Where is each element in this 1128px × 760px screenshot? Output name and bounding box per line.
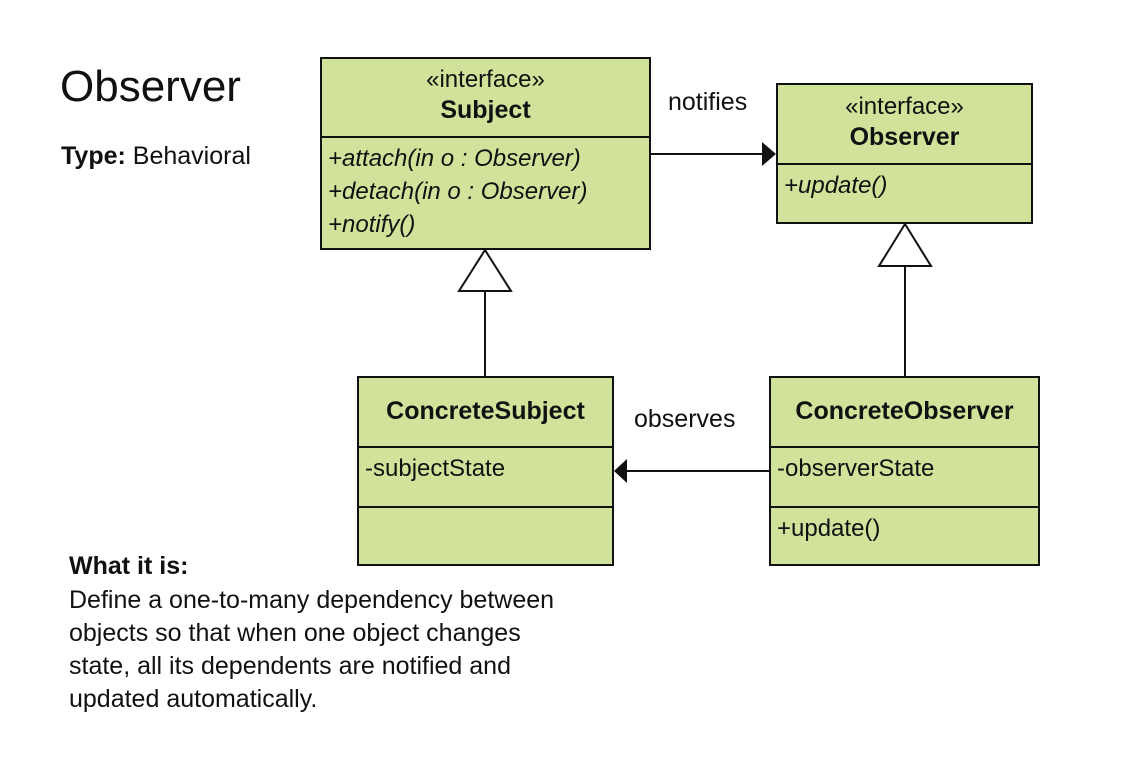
subject-operation-attach: +attach(in o : Observer) xyxy=(328,145,581,172)
concrete-observer-class: ConcreteObserver -observerState +update(… xyxy=(769,376,1040,566)
concrete-observer-attributes: -observerState xyxy=(771,448,1038,508)
observer-header: «interface» Observer xyxy=(778,85,1031,165)
pattern-description: What it is: Define a one-to-many depende… xyxy=(69,550,669,716)
observer-class: «interface» Observer +update() xyxy=(776,83,1033,224)
description-line: updated automatically. xyxy=(69,685,318,713)
observes-label: observes xyxy=(634,405,736,433)
concrete-observer-operation-update: +update() xyxy=(777,515,881,542)
description-text: Define a one-to-many dependency between … xyxy=(69,584,669,716)
observer-operation-update: +update() xyxy=(784,172,888,199)
observer-operations: +update() xyxy=(778,165,1031,202)
description-line: objects so that when one object changes xyxy=(69,619,521,647)
subject-operation-detach: +detach(in o : Observer) xyxy=(328,178,588,205)
concrete-subject-class: ConcreteSubject -subjectState xyxy=(357,376,614,566)
notifies-arrowhead xyxy=(762,142,776,166)
concrete-observer-attribute: -observerState xyxy=(777,455,935,482)
type-value: Behavioral xyxy=(132,142,251,170)
observer-name: Observer xyxy=(849,123,960,151)
concrete-observer-name: ConcreteObserver xyxy=(795,397,1014,425)
subject-stereotype: «interface» xyxy=(426,66,545,93)
type-label: Type: xyxy=(61,142,126,170)
subject-operations: +attach(in o : Observer) +detach(in o : … xyxy=(322,138,649,248)
concrete-observer-header: ConcreteObserver xyxy=(771,378,1038,448)
concrete-subject-operations xyxy=(359,508,612,512)
observer-generalization-triangle xyxy=(877,222,933,267)
subject-generalization-triangle xyxy=(457,248,513,292)
subject-name: Subject xyxy=(440,96,531,124)
description-line: Define a one-to-many dependency between xyxy=(69,586,555,614)
page-title: Observer xyxy=(60,62,241,111)
subject-header: «interface» Subject xyxy=(322,59,649,138)
observes-arrowhead xyxy=(614,459,627,483)
notifies-label: notifies xyxy=(668,88,748,116)
concrete-subject-attribute: -subjectState xyxy=(365,455,506,482)
pattern-type: Type: Behavioral xyxy=(61,141,251,171)
description-heading: What it is: xyxy=(69,552,189,580)
subject-operation-notify: +notify() xyxy=(328,211,416,238)
observer-stereotype: «interface» xyxy=(845,93,964,120)
concrete-observer-operations: +update() xyxy=(771,508,1038,545)
description-line: state, all its dependents are notified a… xyxy=(69,652,511,680)
concrete-subject-attributes: -subjectState xyxy=(359,448,612,508)
subject-class: «interface» Subject +attach(in o : Obser… xyxy=(320,57,651,250)
concrete-subject-header: ConcreteSubject xyxy=(359,378,612,448)
concrete-subject-name: ConcreteSubject xyxy=(386,397,585,425)
